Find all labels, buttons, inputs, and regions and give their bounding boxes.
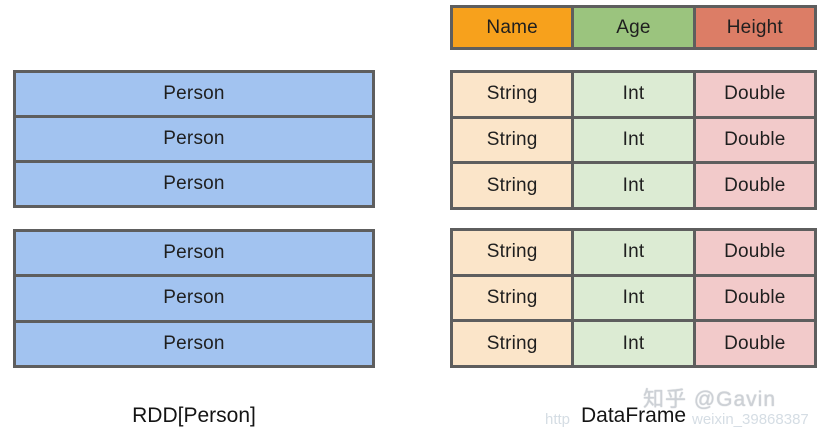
df-cell-double: Double	[695, 118, 814, 162]
df-header-age: Age	[574, 8, 693, 47]
df-cell-double: Double	[695, 73, 814, 116]
rdd-label: RDD[Person]	[132, 404, 256, 427]
rdd-row: Person	[16, 277, 372, 320]
dataframe-label: DataFrame	[580, 404, 687, 427]
zhihu-watermark: 知乎 @Gavin	[643, 388, 777, 411]
dataframe-partition-2: String Int Double String Int Double Stri…	[450, 228, 817, 368]
dataframe-partition-1: String Int Double String Int Double Stri…	[450, 70, 817, 210]
df-cell-int: Int	[574, 164, 693, 207]
df-cell-double: Double	[695, 322, 814, 365]
df-cell-int: Int	[574, 322, 693, 365]
df-cell-double: Double	[695, 164, 814, 207]
df-cell-string: String	[453, 322, 572, 365]
rdd-partition-2: Person Person Person	[13, 229, 375, 368]
df-cell-string: String	[453, 118, 572, 162]
df-cell-double: Double	[695, 231, 814, 274]
df-cell-int: Int	[574, 231, 693, 274]
url-watermark-fragment: http	[545, 411, 571, 428]
df-cell-int: Int	[574, 73, 693, 116]
dataframe-header-row: Name Age Height	[450, 5, 817, 50]
df-header-name: Name	[453, 8, 572, 47]
df-cell-string: String	[453, 164, 572, 207]
df-header-height: Height	[695, 8, 814, 47]
rdd-row: Person	[16, 163, 372, 205]
rdd-row: Person	[16, 73, 372, 115]
rdd-row: Person	[16, 118, 372, 160]
df-cell-double: Double	[695, 276, 814, 320]
rdd-row: Person	[16, 322, 372, 365]
df-cell-string: String	[453, 73, 572, 116]
df-cell-string: String	[453, 231, 572, 274]
rdd-row: Person	[16, 232, 372, 275]
df-cell-int: Int	[574, 118, 693, 162]
url-watermark-fragment: weixin_39868387	[692, 411, 809, 428]
df-cell-int: Int	[574, 276, 693, 320]
df-cell-string: String	[453, 276, 572, 320]
rdd-partition-1: Person Person Person	[13, 70, 375, 208]
